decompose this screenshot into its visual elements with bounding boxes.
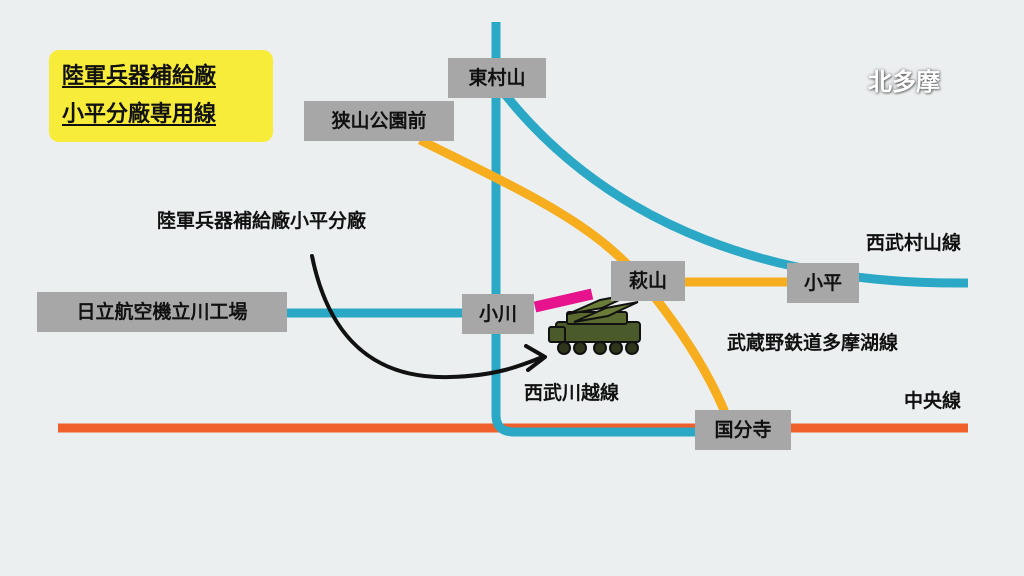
- seibu-murayama-line: [496, 85, 969, 288]
- station-kodaira: 小平: [787, 263, 859, 303]
- title-line-2: 小平分廠専用線: [62, 102, 217, 127]
- station-hagiyama: 萩山: [611, 261, 685, 301]
- depot-annotation: 陸軍兵器補給廠小平分廠: [157, 210, 367, 232]
- station-higashimurayama: 東村山: [448, 58, 546, 98]
- seibu-kawagoe-line: [491, 22, 700, 437]
- station-hitachi-factory: 日立航空機立川工場: [37, 292, 287, 332]
- title-line-1: 陸軍兵器補給廠: [62, 64, 217, 89]
- label-chuo-line: 中央線: [904, 390, 962, 412]
- label-seibu-kawagoe-line: 西武川越線: [524, 382, 620, 404]
- arrow-head: [524, 344, 547, 372]
- map-title-box: 陸軍兵器補給廠 小平分廠専用線: [49, 50, 273, 142]
- station-kokubunji: 国分寺: [695, 410, 791, 450]
- station-sayamakoenmae: 狭山公園前: [304, 101, 454, 141]
- missile-launcher-truck-icon: [548, 293, 641, 355]
- depot-spur-line: [533, 288, 594, 313]
- station-ogawa: 小川: [462, 294, 534, 334]
- label-musashino-tamako-line: 武蔵野鉄道多摩湖線: [727, 332, 899, 354]
- label-seibu-murayama-line: 西武村山線: [866, 232, 962, 254]
- curved-arrow-icon: [310, 254, 542, 380]
- region-label: 北多摩: [868, 68, 940, 96]
